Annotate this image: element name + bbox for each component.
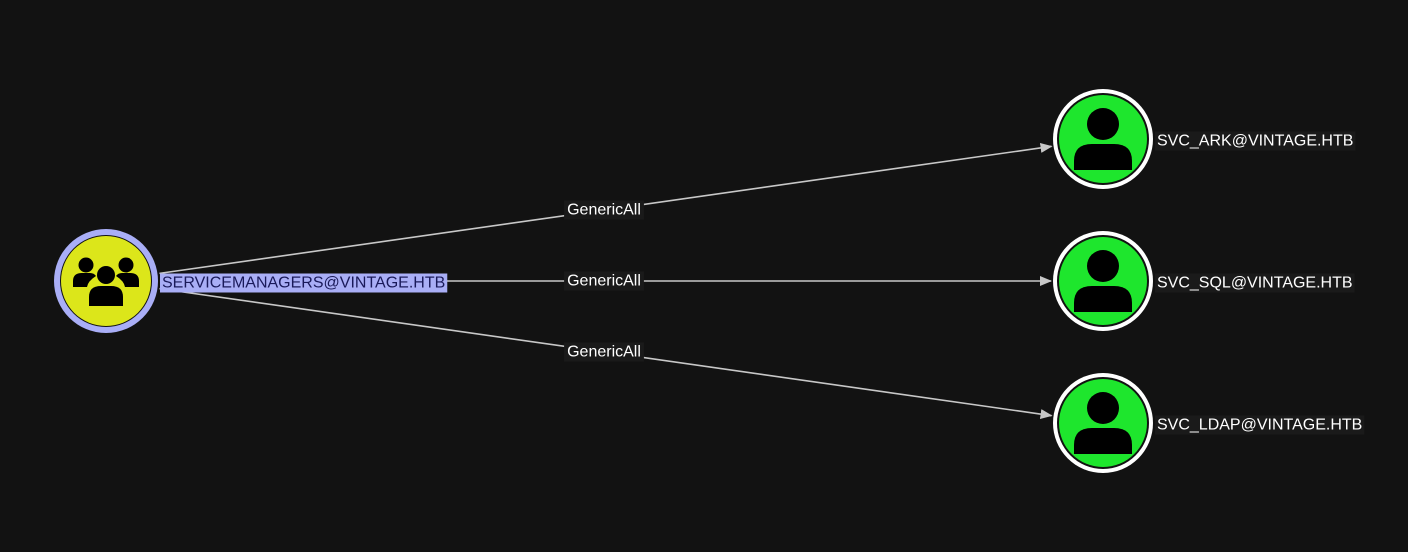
edge[interactable]: GenericAll: [159, 287, 1053, 420]
edge[interactable]: GenericAll: [159, 142, 1053, 275]
edge[interactable]: GenericAll: [160, 271, 1052, 291]
node-label[interactable]: SVC_SQL@VINTAGE.HTB: [1157, 275, 1353, 292]
node-sql[interactable]: SVC_SQL@VINTAGE.HTB: [1053, 231, 1355, 331]
edge-label-background: [564, 200, 644, 220]
group-icon: [73, 257, 139, 306]
edge-label-background: [564, 342, 644, 362]
node-label-background: [1155, 415, 1365, 435]
node-label-background: [160, 273, 448, 293]
user-icon: [1074, 108, 1132, 170]
node-sm[interactable]: SERVICEMANAGERS@VINTAGE.HTB: [54, 229, 448, 333]
node-label[interactable]: SVC_LDAP@VINTAGE.HTB: [1157, 417, 1362, 434]
edge-label-background: [564, 271, 644, 291]
node-label[interactable]: SVC_ARK@VINTAGE.HTB: [1157, 133, 1353, 150]
node-label-background: [1155, 131, 1356, 151]
user-icon: [1074, 250, 1132, 312]
edge-label[interactable]: GenericAll: [567, 344, 641, 361]
node-label-background: [1155, 273, 1355, 293]
node-ldap[interactable]: SVC_LDAP@VINTAGE.HTB: [1053, 373, 1365, 473]
edge-label[interactable]: GenericAll: [567, 273, 641, 290]
edge-label[interactable]: GenericAll: [567, 202, 641, 219]
node-label[interactable]: SERVICEMANAGERS@VINTAGE.HTB: [162, 275, 445, 292]
node-ark[interactable]: SVC_ARK@VINTAGE.HTB: [1053, 89, 1356, 189]
user-icon: [1074, 392, 1132, 454]
